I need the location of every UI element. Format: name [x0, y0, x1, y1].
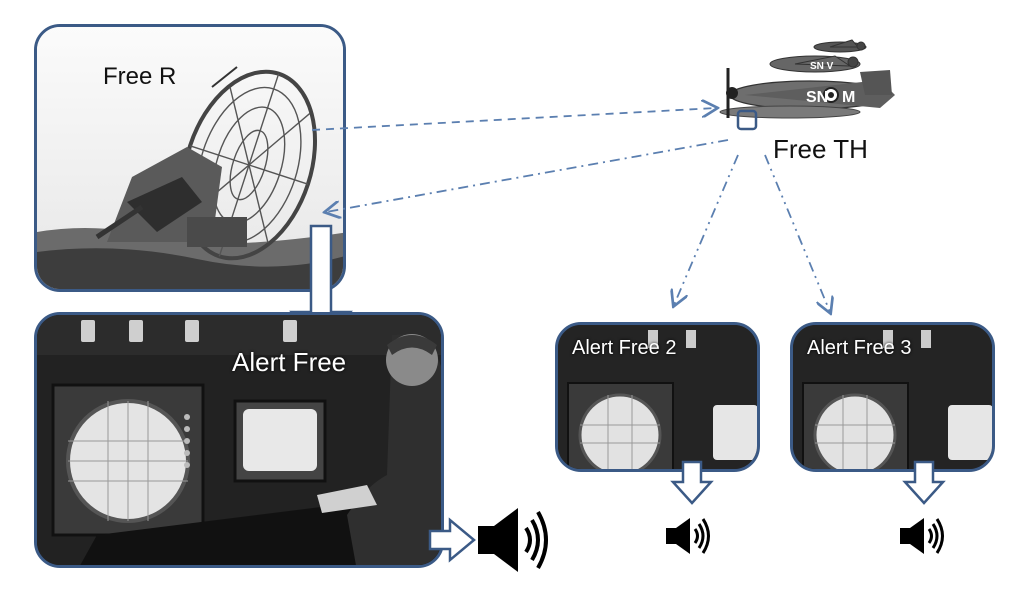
- aircraft-label: Free TH: [773, 134, 868, 164]
- radar-label: Free R: [103, 63, 177, 90]
- speaker-icon: [478, 508, 548, 572]
- arrow-aircraft-to-alert3: [764, 154, 830, 312]
- alert-free-panel: Alert Free: [34, 312, 444, 568]
- console-image-3: [793, 325, 992, 469]
- console-image-2: [558, 325, 757, 469]
- speaker-icon: [900, 518, 944, 554]
- alert-free-3-panel: Alert Free 3: [790, 322, 995, 472]
- arrow-radar-to-aircraft: [311, 108, 716, 131]
- arrow-aircraft-to-alert2: [674, 154, 739, 305]
- aircraft-code-mid: SN V: [810, 61, 834, 72]
- radar-dish-image: [37, 27, 343, 289]
- radar-panel: Free R: [34, 24, 346, 292]
- operator-console-image: [37, 315, 441, 565]
- arrow-aircraft-to-radar: [326, 139, 729, 212]
- speaker-icon: [666, 518, 710, 554]
- aircraft-code-front: SN: [806, 89, 828, 106]
- target-marker: [736, 109, 758, 131]
- alert-free-2-label: Alert Free 2: [572, 337, 677, 359]
- aircraft-code-front-m: M: [842, 89, 855, 106]
- alert-free-3-label: Alert Free 3: [807, 337, 912, 359]
- alert-free-label: Alert Free: [232, 347, 347, 377]
- alert-free-2-panel: Alert Free 2: [555, 322, 760, 472]
